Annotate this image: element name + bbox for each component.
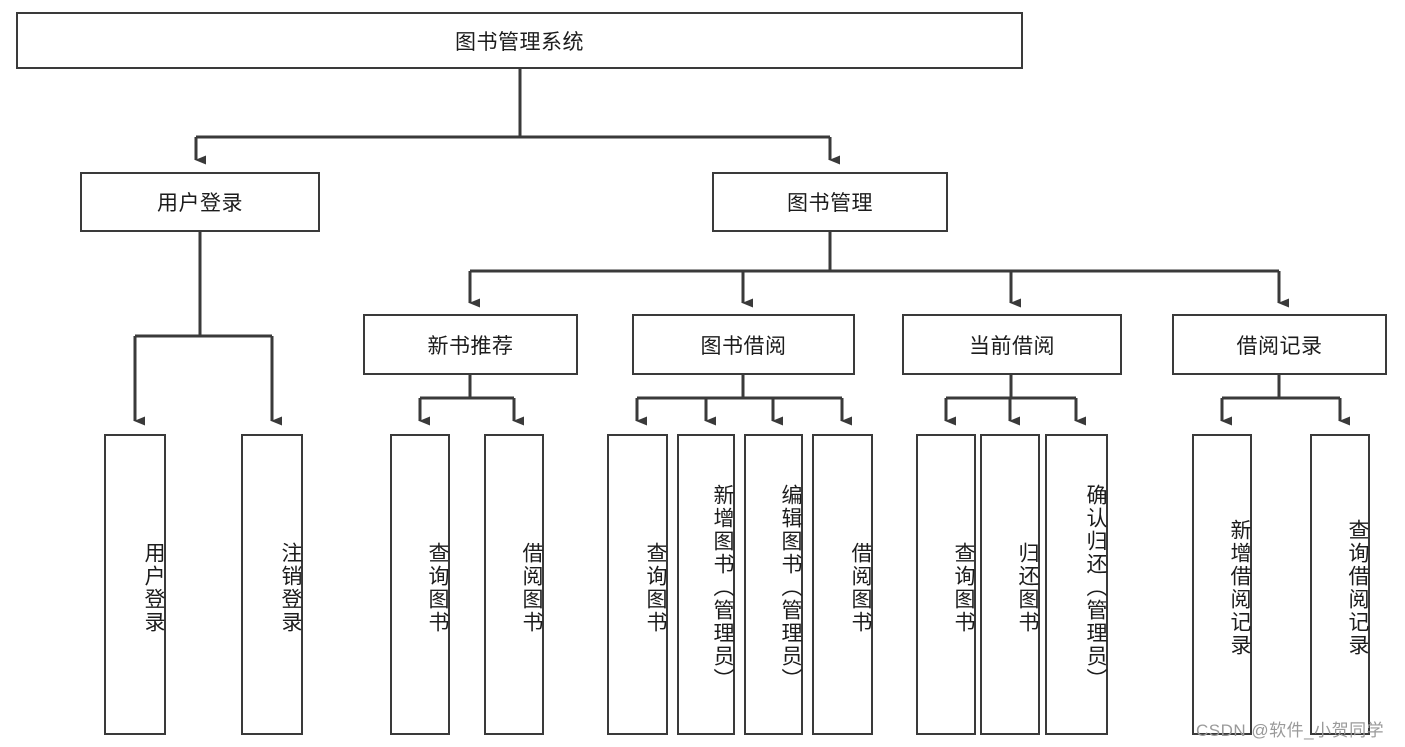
node-label: 查询图书: [644, 541, 667, 634]
node-label: 图书管理系统: [455, 30, 584, 54]
node-current-borrow[interactable]: 当前借阅: [902, 314, 1122, 375]
csdn-watermark: CSDN @软件_小贺同学: [1196, 721, 1385, 740]
node-label: 查询图书: [426, 541, 449, 634]
leaf-borrow-book-new[interactable]: 借阅图书: [484, 434, 544, 735]
node-book-management[interactable]: 图书管理: [712, 172, 948, 232]
leaf-return-book[interactable]: 归还图书: [980, 434, 1040, 735]
leaf-user-login[interactable]: 用户登录: [104, 434, 166, 735]
node-label: 新增图书（管理员）: [711, 484, 734, 691]
node-new-book-recommend[interactable]: 新书推荐: [363, 314, 578, 375]
node-borrow-record[interactable]: 借阅记录: [1172, 314, 1387, 375]
node-label: 新书推荐: [427, 334, 514, 358]
leaf-logout[interactable]: 注销登录: [241, 434, 303, 735]
node-label: 借阅图书: [849, 541, 872, 634]
leaf-query-borrow-record[interactable]: 查询借阅记录: [1310, 434, 1370, 735]
node-user-login[interactable]: 用户登录: [80, 172, 320, 232]
node-label: 当前借阅: [969, 334, 1055, 358]
node-label: 用户登录: [142, 541, 165, 634]
leaf-query-book-borrow[interactable]: 查询图书: [607, 434, 668, 735]
node-label: 编辑图书（管理员）: [779, 484, 802, 691]
node-label: 图书管理: [787, 192, 873, 215]
leaf-borrow-book[interactable]: 借阅图书: [812, 434, 873, 735]
leaf-add-book-admin[interactable]: 新增图书（管理员）: [677, 434, 735, 735]
node-label: 注销登录: [279, 541, 302, 634]
node-book-borrow[interactable]: 图书借阅: [632, 314, 855, 375]
leaf-query-book-new[interactable]: 查询图书: [390, 434, 450, 735]
node-label: 借阅记录: [1236, 334, 1323, 358]
leaf-edit-book-admin[interactable]: 编辑图书（管理员）: [744, 434, 803, 735]
node-label: 借阅图书: [520, 541, 543, 634]
leaf-add-borrow-record[interactable]: 新增借阅记录: [1192, 434, 1252, 735]
node-label: 查询借阅记录: [1346, 518, 1369, 657]
node-label: 查询图书: [952, 541, 975, 634]
node-label: 新增借阅记录: [1228, 518, 1251, 657]
leaf-query-book-current[interactable]: 查询图书: [916, 434, 976, 735]
leaf-confirm-return-admin[interactable]: 确认归还（管理员）: [1045, 434, 1108, 735]
node-label: 用户登录: [157, 192, 243, 215]
node-root-system[interactable]: 图书管理系统: [16, 12, 1023, 69]
node-label: 确认归还（管理员）: [1084, 484, 1107, 691]
node-label: 图书借阅: [700, 334, 787, 358]
node-label: 归还图书: [1016, 541, 1039, 634]
